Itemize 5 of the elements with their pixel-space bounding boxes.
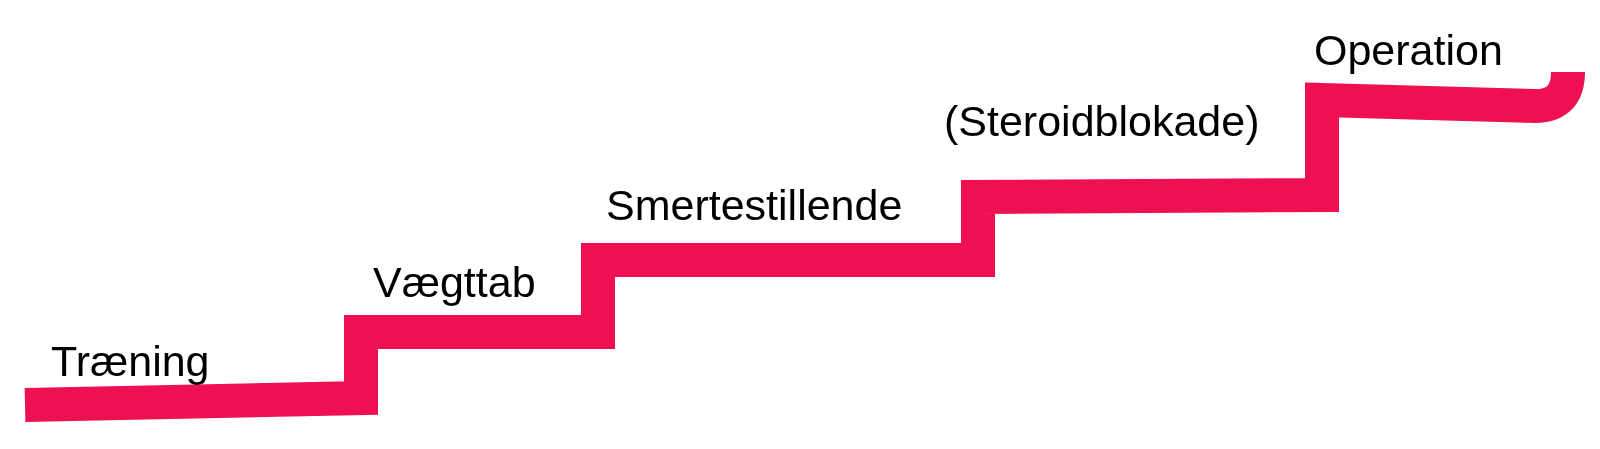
step-label: Operation [1314, 26, 1503, 75]
step-label: Vægttab [373, 258, 536, 307]
step-label: Træning [51, 337, 210, 386]
step-label: Smertestillende [606, 181, 903, 230]
step-label: (Steroidblokade) [944, 97, 1260, 146]
